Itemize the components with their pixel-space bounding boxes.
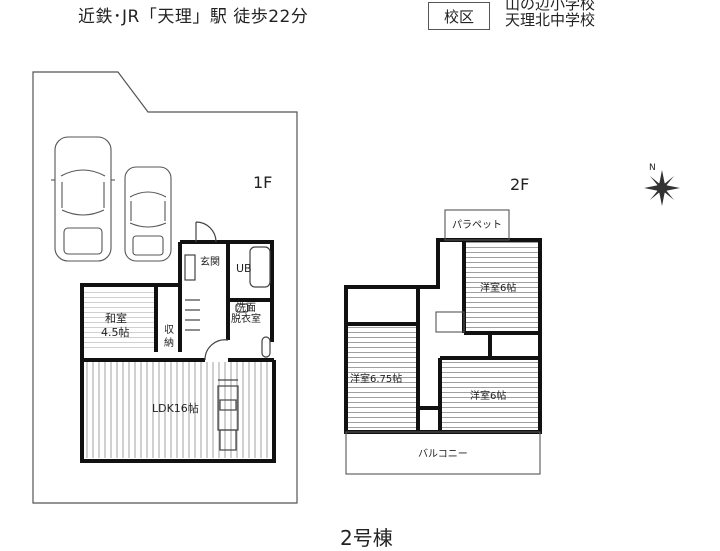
school-names: 山の辺小学校 天理北中学校 (505, 0, 595, 28)
room-b-label: 洋室6.75帖 (350, 372, 402, 385)
washroom-line-1: 洗面 (236, 302, 256, 314)
compass-north-label: N (649, 163, 656, 173)
site-boundary (32, 71, 298, 504)
car-small (124, 166, 172, 262)
room-a-label: 洋室6帖 (480, 281, 516, 294)
floor2-label: 2F (510, 175, 529, 194)
room-a-floor (466, 242, 538, 332)
balcony-label: バルコニー (418, 448, 468, 460)
japanese-room-size: 4.5帖 (101, 326, 130, 339)
bath-label: UB (236, 262, 252, 275)
floor1-thin-walls (184, 221, 271, 451)
japanese-room-label: 和室 4.5帖 (101, 311, 131, 339)
school-district-label: 校区 (428, 2, 490, 30)
ldk-floor (84, 362, 272, 458)
access-info: 近鉄･JR「天理」駅 徒歩22分 (78, 7, 309, 27)
floor1-label: 1F (253, 173, 272, 192)
elementary-school: 山の辺小学校 (505, 0, 596, 13)
car-large (51, 136, 115, 262)
storage-label: 収 納 (164, 324, 177, 349)
junior-high-school: 天理北中学校 (505, 11, 596, 29)
floor2-thin (345, 209, 541, 475)
washroom-label: 洗面 脱衣室 (231, 302, 261, 325)
room-c-floor (442, 360, 538, 430)
floor2-walls (344, 238, 542, 434)
building-number: 2号棟 (340, 526, 393, 550)
room-b-floor (348, 326, 416, 430)
storage-line-1: 収 (164, 324, 174, 336)
ldk-label: LDK16帖 (152, 402, 199, 415)
parapet-label: パラペット (452, 219, 502, 231)
entrance-label: 玄関 (200, 255, 220, 268)
room-c-label: 洋室6帖 (470, 389, 506, 402)
floor1-walls (80, 240, 276, 463)
compass-rose-icon (644, 170, 680, 206)
washroom-line-2: 脱衣室 (231, 312, 261, 325)
japanese-room-floor (84, 290, 156, 352)
storage-line-2: 納 (164, 336, 174, 349)
japanese-room-name: 和室 (105, 311, 127, 325)
